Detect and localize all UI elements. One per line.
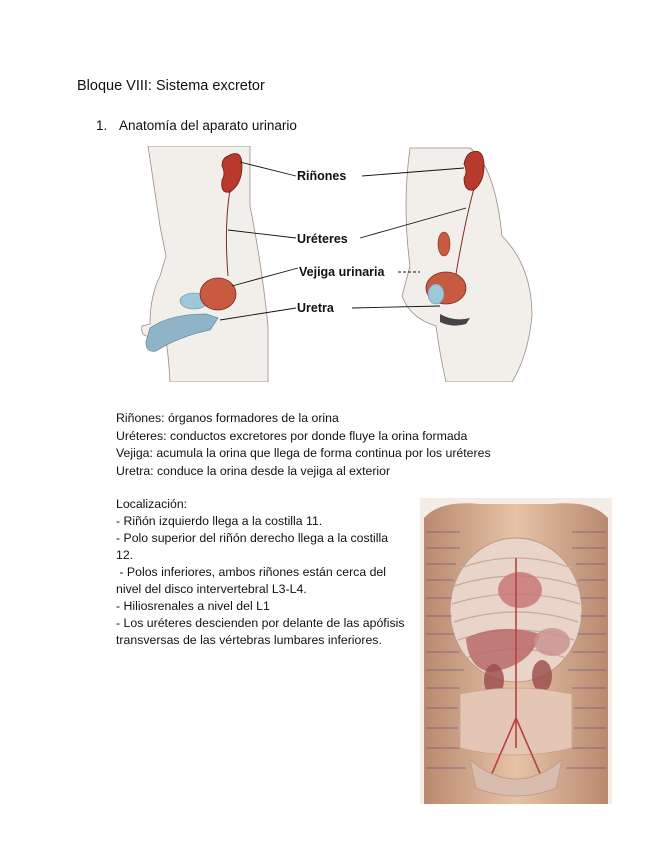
stomach-shape	[534, 628, 570, 656]
section-title: 1. Anatomía del aparato urinario	[96, 118, 297, 133]
female-uterus	[437, 231, 451, 257]
female-ureter	[455, 187, 475, 275]
female-body-silhouette	[401, 147, 533, 382]
localizacion-item: - Los uréteres descienden por delante de…	[116, 616, 405, 647]
localizacion-block: Localización: - Riñón izquierdo llega a …	[116, 496, 406, 649]
label-ureteres: Uréteres	[297, 232, 348, 246]
urinary-system-illustration: Riñones Uréteres Vejiga urinaria Uretra	[141, 146, 533, 382]
male-bladder	[199, 277, 237, 311]
definition-item: Uretra: conduce la orina desde la vejiga…	[116, 463, 391, 478]
localizacion-title: Localización:	[116, 497, 188, 511]
page-heading: Bloque VIII: Sistema excretor	[77, 78, 265, 94]
section-title-text: Anatomía del aparato urinario	[119, 118, 297, 133]
torso-anatomy-image	[420, 498, 612, 804]
definition-item: Riñones: órganos formadores de la orina	[116, 411, 339, 425]
section-number: 1.	[96, 118, 108, 133]
male-kidney	[221, 153, 243, 193]
female-kidney	[463, 150, 485, 191]
liver-shape	[466, 628, 540, 672]
aorta-shape	[489, 558, 543, 779]
kidney-left-shape	[484, 664, 504, 696]
male-ureter	[225, 189, 231, 277]
localizacion-item: - Polos inferiores, ambos riñones están …	[116, 565, 390, 596]
localizacion-item: - Polo superior del riñón derecho llega …	[116, 531, 389, 562]
female-organ-blue	[427, 283, 445, 305]
label-uretra: Uretra	[297, 301, 335, 315]
male-genital-shape	[145, 313, 219, 352]
heart-shape	[498, 572, 542, 608]
definitions-list: Riñones: órganos formadores de la orina …	[116, 410, 491, 480]
label-vejiga: Vejiga urinaria	[299, 265, 386, 279]
vertebra-level-lines	[426, 531, 606, 769]
definition-item: Vejiga: acumula la orina que llega de fo…	[116, 446, 491, 460]
label-rinones: Riñones	[297, 169, 346, 183]
localizacion-item: - Hiliosrenales a nivel del L1	[116, 599, 270, 613]
definition-item: Uréteres: conductos excretores por donde…	[116, 428, 468, 443]
localizacion-item: - Riñón izquierdo llega a la costilla 11…	[116, 514, 323, 528]
female-pelvic-floor	[440, 314, 470, 326]
pelvis-shape	[469, 758, 563, 797]
kidney-right-shape	[532, 660, 552, 692]
